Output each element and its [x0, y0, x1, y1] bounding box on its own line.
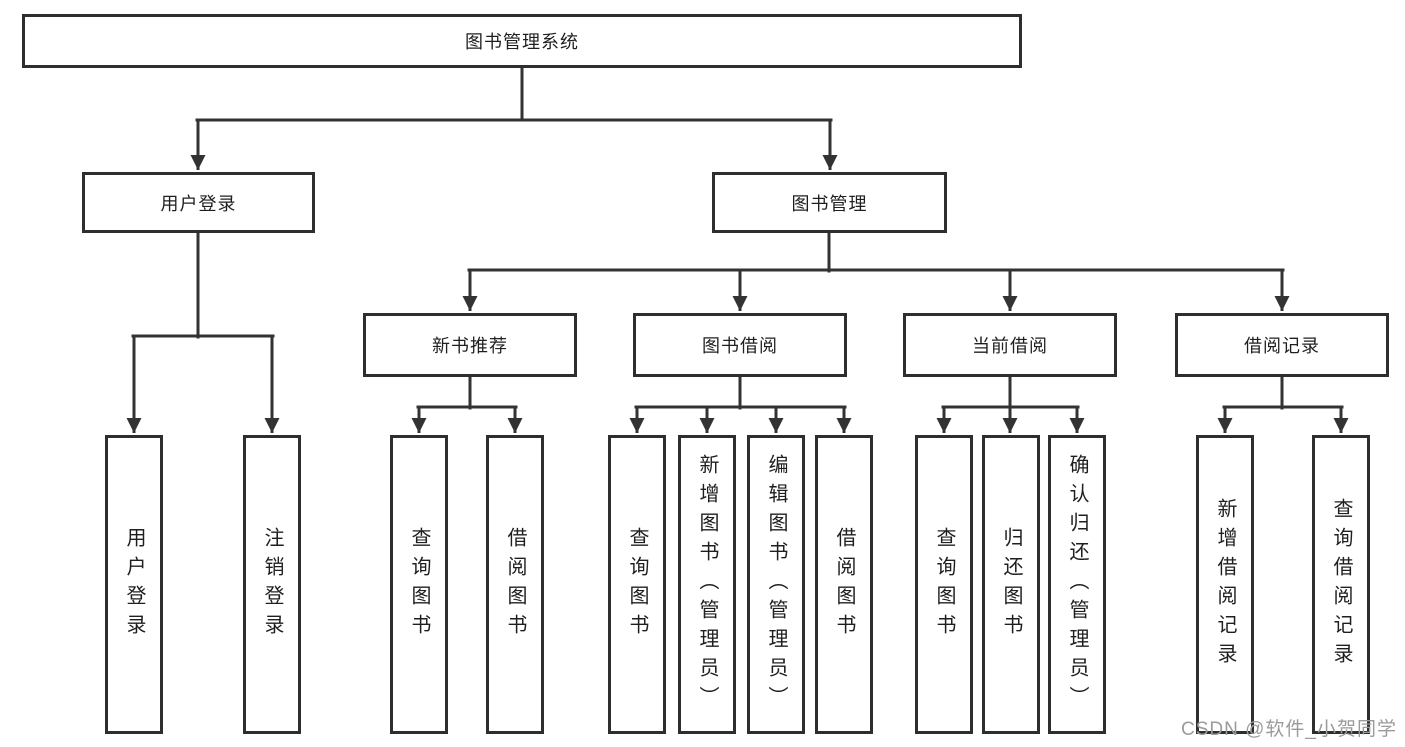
- node-label: 注销登录: [261, 526, 283, 643]
- node-new-book-recommendation: 新书推荐: [363, 313, 577, 377]
- node-label: 新书推荐: [432, 336, 508, 356]
- node-label: 用户登录: [123, 526, 145, 643]
- node-leaf-borrow-books: 借阅图书: [815, 435, 873, 734]
- node-leaf-return-books: 归还图书: [982, 435, 1040, 734]
- node-leaf-logout: 注销登录: [243, 435, 301, 734]
- node-label: 编辑图书（管理员）: [765, 454, 787, 715]
- node-leaf-edit-books-admin: 编辑图书（管理员）: [747, 435, 805, 734]
- node-label: 新增借阅记录: [1214, 497, 1236, 672]
- node-label: 查询图书: [933, 526, 955, 643]
- node-label: 确认归还（管理员）: [1066, 454, 1088, 715]
- csdn-watermark: CSDN @软件_小贺同学: [1181, 719, 1397, 740]
- node-leaf-query-books-borrow: 查询图书: [608, 435, 666, 734]
- node-leaf-query-books-recommend: 查询图书: [390, 435, 448, 734]
- node-leaf-borrow-books-recommend: 借阅图书: [486, 435, 544, 734]
- node-book-management: 图书管理: [712, 172, 947, 233]
- node-user-login: 用户登录: [82, 172, 315, 233]
- node-label: 用户登录: [160, 193, 237, 214]
- node-leaf-query-books-current: 查询图书: [915, 435, 973, 734]
- node-library-management-system: 图书管理系统: [22, 14, 1022, 68]
- node-label: 图书管理系统: [465, 32, 579, 52]
- node-current-borrowing: 当前借阅: [903, 313, 1117, 377]
- node-leaf-user-login: 用户登录: [105, 435, 163, 734]
- node-leaf-confirm-return-admin: 确认归还（管理员）: [1048, 435, 1106, 734]
- node-label: 借阅图书: [504, 526, 526, 643]
- node-label: 查询图书: [408, 526, 430, 643]
- node-label: 归还图书: [1000, 526, 1022, 643]
- node-leaf-query-borrow-record: 查询借阅记录: [1312, 435, 1370, 734]
- node-label: 当前借阅: [972, 336, 1048, 356]
- node-label: 查询图书: [626, 526, 648, 643]
- node-label: 查询借阅记录: [1330, 497, 1352, 672]
- node-borrowing-records: 借阅记录: [1175, 313, 1389, 377]
- node-label: 图书管理: [791, 193, 868, 214]
- node-book-borrowing: 图书借阅: [633, 313, 847, 377]
- node-label: 图书借阅: [702, 336, 778, 356]
- node-label: 借阅图书: [833, 526, 855, 643]
- node-label: 借阅记录: [1244, 336, 1320, 356]
- node-leaf-add-borrow-record: 新增借阅记录: [1196, 435, 1254, 734]
- node-leaf-add-books-admin: 新增图书（管理员）: [678, 435, 736, 734]
- node-label: 新增图书（管理员）: [696, 454, 718, 715]
